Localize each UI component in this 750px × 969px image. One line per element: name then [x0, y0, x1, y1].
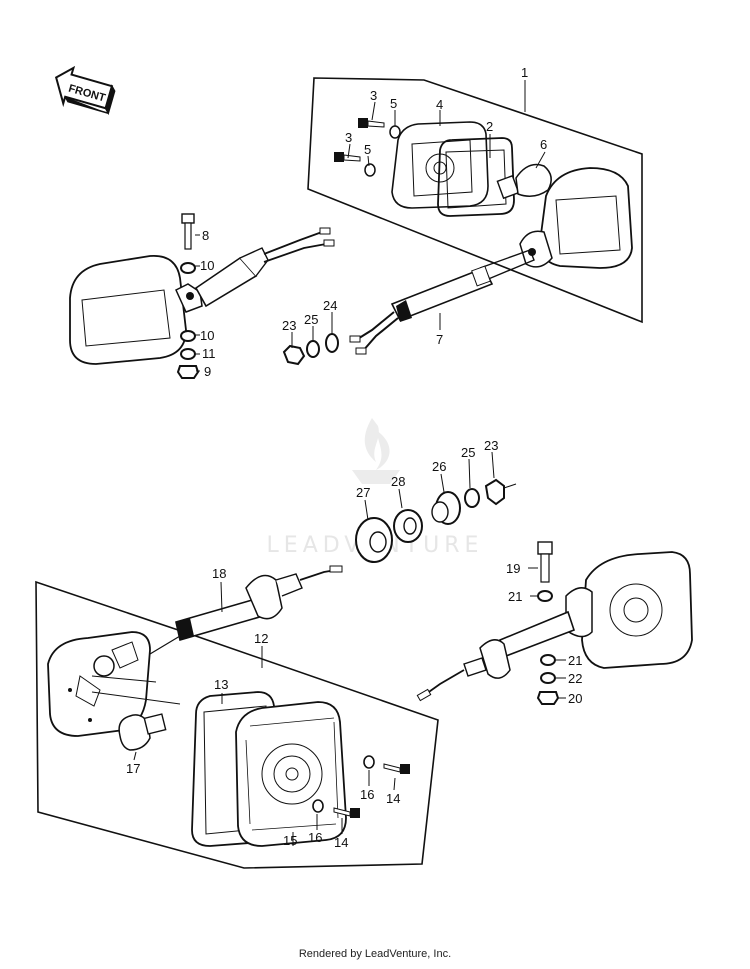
footer-credit: Rendered by LeadVenture, Inc.	[298, 948, 452, 960]
housing-part-12	[47, 631, 181, 737]
washer-part-10-top	[180, 262, 196, 274]
screw-part-14-lower	[333, 807, 360, 818]
leader-line-23	[503, 483, 517, 489]
callout-9: 9	[204, 364, 211, 379]
callout-10-lower: 10	[200, 328, 214, 343]
callout-5-lower: 5	[364, 142, 371, 157]
callout-13: 13	[214, 677, 228, 692]
callout-8: 8	[202, 228, 209, 243]
stem-part-7	[349, 249, 535, 355]
callout-23-upper: 23	[282, 318, 296, 333]
turn-signal-housing-upper-right	[519, 167, 633, 269]
callout-16-upper: 16	[360, 787, 374, 802]
upper-assembly-panel	[307, 77, 643, 324]
washer-part-5-upper	[389, 125, 401, 139]
callout-5-upper: 5	[390, 96, 397, 111]
gasket-part-2	[437, 137, 515, 217]
washer-part-24	[325, 333, 339, 353]
callout-15: 15	[283, 833, 297, 848]
callout-12: 12	[254, 631, 268, 646]
washer-part-5-lower	[364, 163, 376, 177]
screw-part-14-upper	[383, 763, 410, 774]
turn-signal-housing-upper-left	[69, 227, 335, 365]
callout-20: 20	[568, 691, 582, 706]
callout-2: 2	[486, 119, 493, 134]
callout-25-upper: 25	[304, 312, 318, 327]
lockwasher-part-22	[540, 672, 556, 684]
washer-part-10-bottom	[180, 330, 196, 342]
callout-27: 27	[356, 485, 370, 500]
screw-part-3-upper	[358, 118, 385, 128]
washer-part-25-upper	[306, 340, 320, 358]
callout-25-lower: 25	[461, 445, 475, 460]
stem-part-18	[139, 565, 343, 661]
washer-part-16-lower	[312, 799, 324, 813]
lockwasher-part-11	[180, 348, 196, 360]
callout-17: 17	[126, 761, 140, 776]
leader-lines	[133, 80, 566, 846]
callout-28: 28	[391, 474, 405, 489]
callout-3-upper: 3	[370, 88, 377, 103]
spacer-part-28	[393, 509, 423, 543]
callout-16-lower: 16	[308, 830, 322, 845]
bulb-part-6	[496, 163, 552, 200]
lens-part-15	[235, 701, 347, 847]
rubber-part-27	[355, 517, 393, 563]
callout-7: 7	[436, 332, 443, 347]
callout-10-upper: 10	[200, 258, 214, 273]
washer-part-21-lower	[540, 654, 556, 666]
washer-part-16-upper	[363, 755, 375, 769]
bulb-part-17	[118, 713, 167, 751]
callout-1: 1	[521, 65, 528, 80]
front-arrow-icon: FRONT	[54, 65, 116, 116]
callout-11: 11	[202, 346, 216, 361]
nut-part-23-upper	[282, 344, 306, 366]
callout-14-lower: 14	[334, 835, 348, 850]
turn-signal-housing-lower-right	[416, 551, 693, 702]
callout-21-lower: 21	[568, 653, 582, 668]
nut-part-9	[176, 365, 200, 379]
callout-4: 4	[436, 97, 443, 112]
bolt-part-19	[537, 541, 553, 583]
callout-23-lower: 23	[484, 438, 498, 453]
callout-22: 22	[568, 671, 582, 686]
bushing-part-26	[431, 491, 461, 525]
callout-14-upper: 14	[386, 791, 400, 806]
nut-part-20	[536, 691, 560, 705]
bolt-part-8	[181, 213, 195, 250]
callout-21-upper: 21	[508, 589, 522, 604]
callout-6: 6	[540, 137, 547, 152]
screw-part-3-lower	[334, 152, 361, 162]
callout-3-lower: 3	[345, 130, 352, 145]
washer-part-21-upper	[537, 590, 553, 602]
gasket-inner-line	[445, 149, 507, 209]
nut-part-23-lower	[484, 478, 505, 506]
callout-26: 26	[432, 459, 446, 474]
callout-24: 24	[323, 298, 337, 313]
callout-19: 19	[506, 561, 520, 576]
callout-18: 18	[212, 566, 226, 581]
washer-part-25-lower	[464, 488, 480, 508]
